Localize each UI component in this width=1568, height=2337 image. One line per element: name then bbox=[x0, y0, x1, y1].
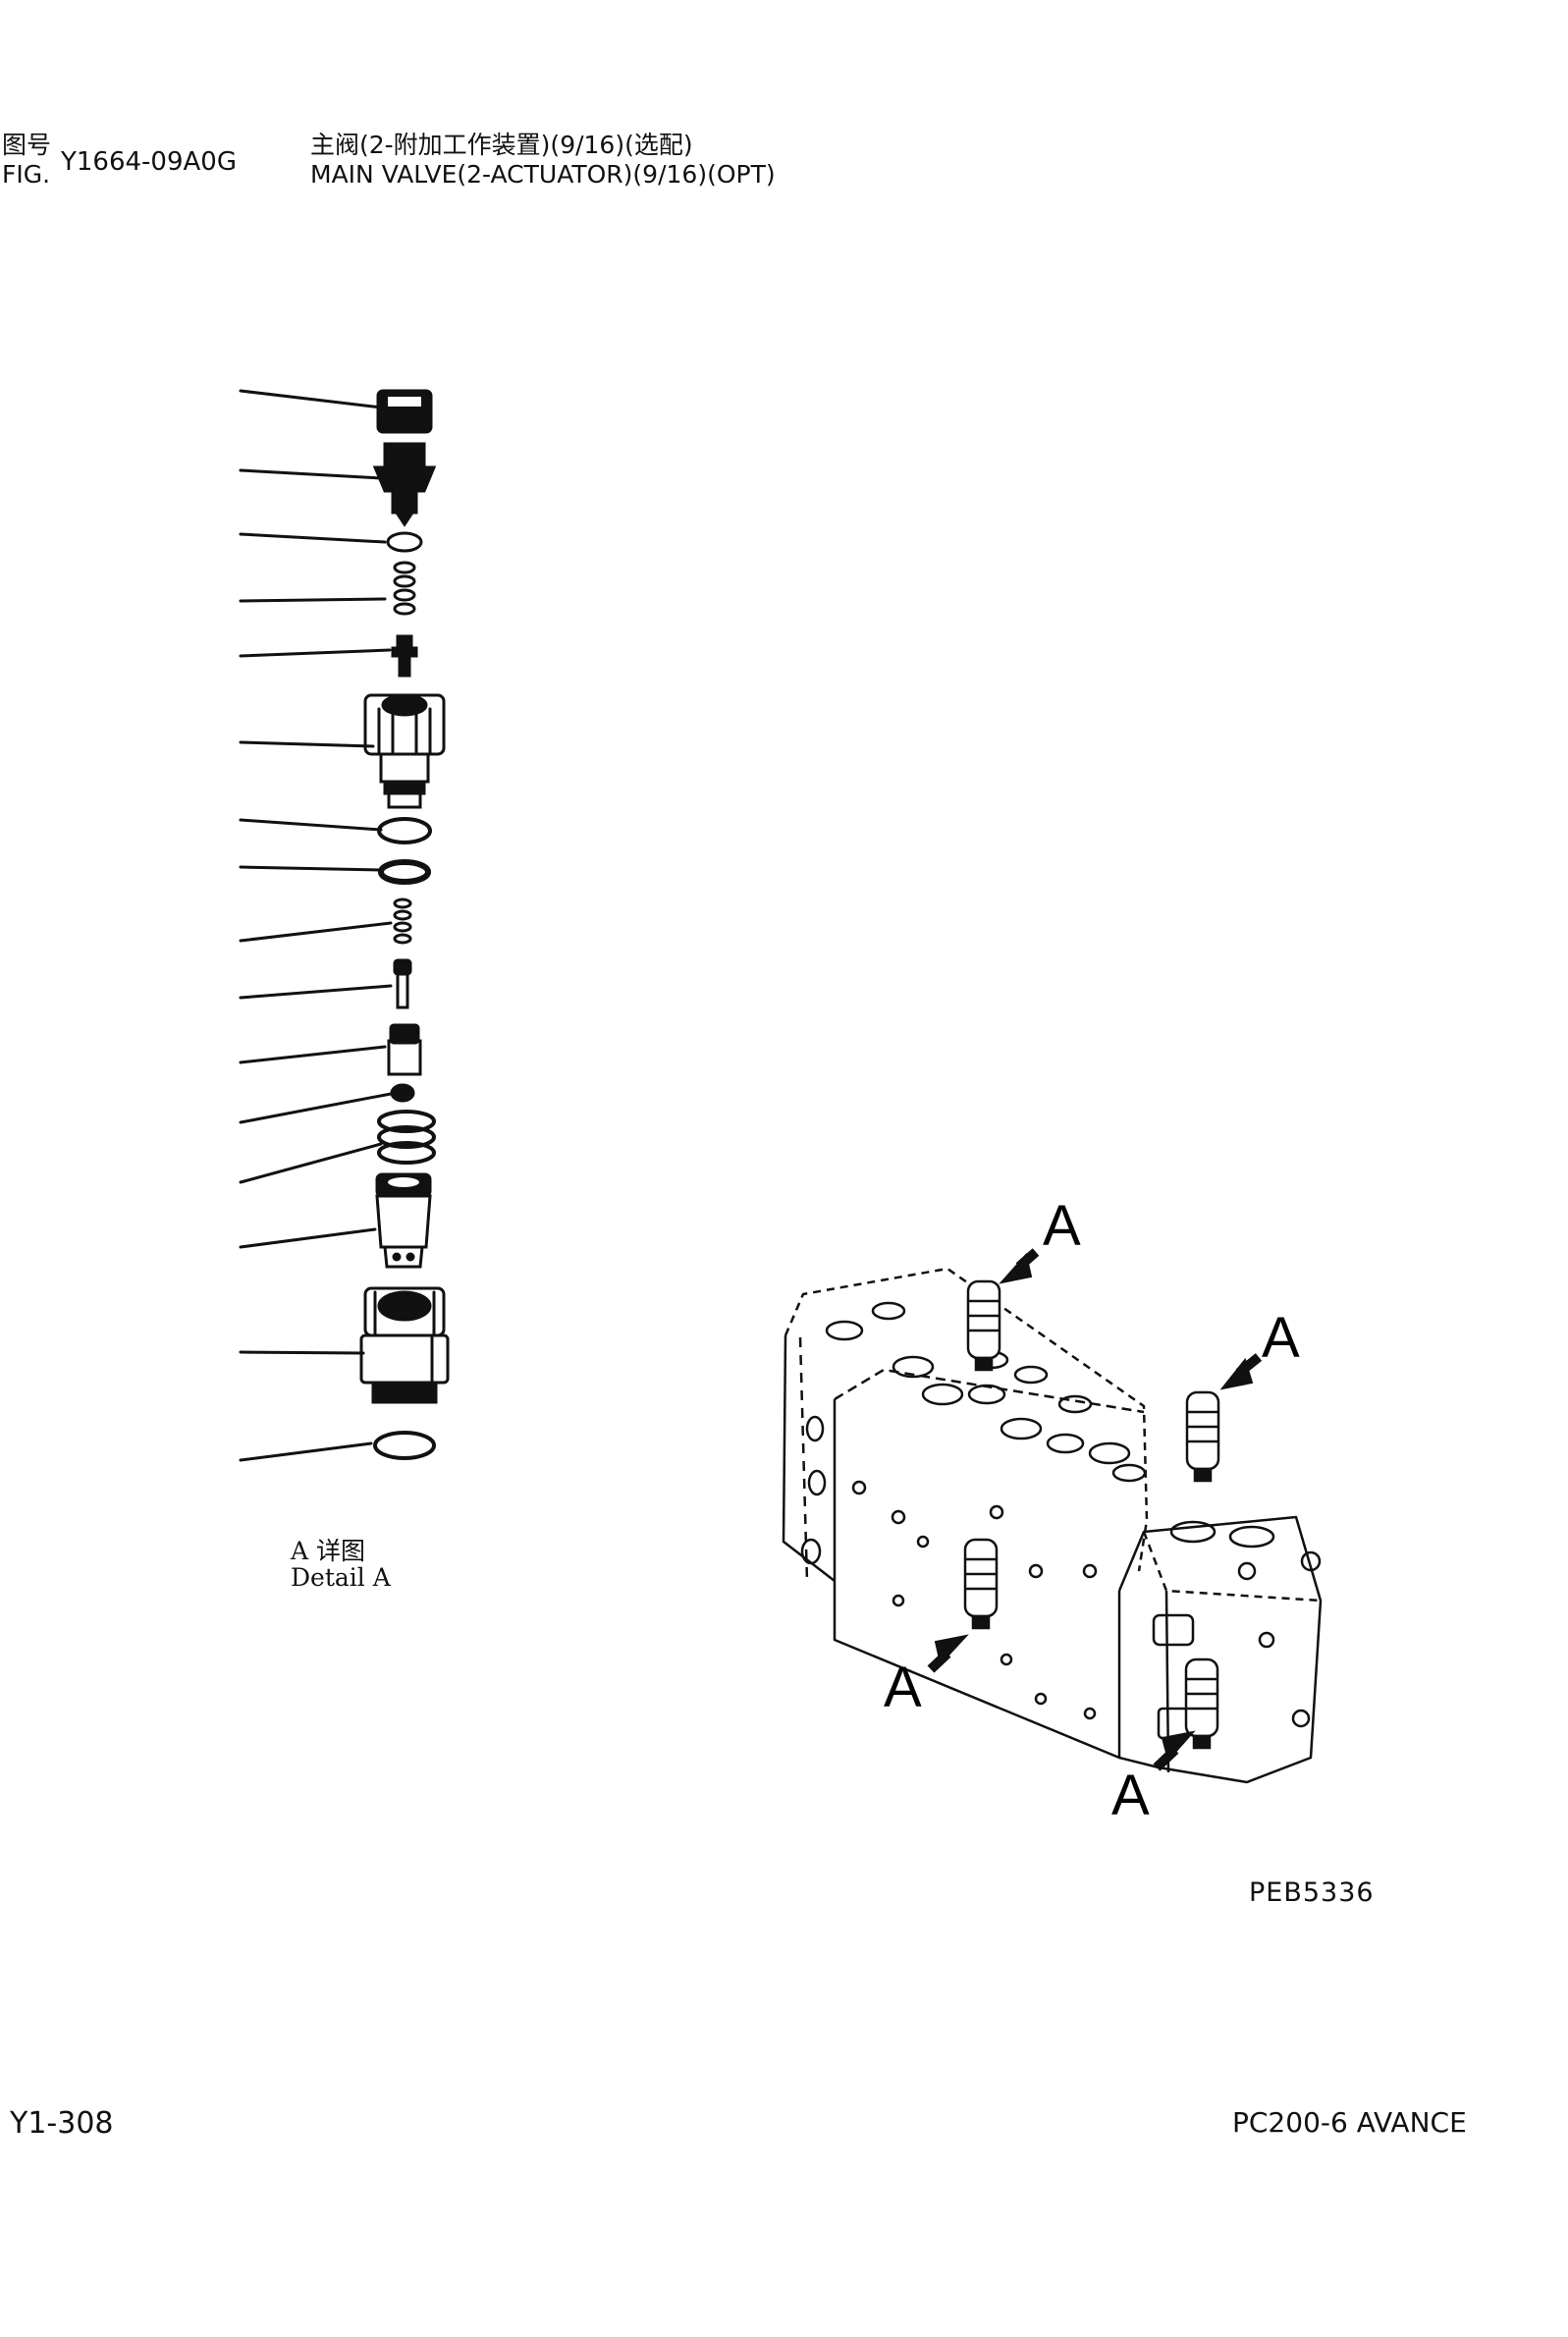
main-valve-assembly bbox=[782, 1267, 1323, 1784]
valve-body bbox=[363, 693, 446, 809]
leader-line bbox=[239, 468, 383, 480]
title-en: MAIN VALVE(2-ACTUATOR)(9/16)(OPT) bbox=[310, 160, 776, 189]
leader-line bbox=[239, 532, 387, 544]
housing bbox=[359, 1286, 450, 1404]
relief-valve bbox=[966, 1279, 1001, 1372]
model-name: PC200-6 AVANCE bbox=[1232, 2106, 1467, 2139]
washer bbox=[390, 1083, 415, 1103]
leader-line bbox=[239, 1350, 365, 1355]
relief-valve bbox=[963, 1538, 999, 1630]
pin bbox=[393, 958, 412, 1009]
leader-line bbox=[239, 1227, 377, 1249]
leader-line bbox=[239, 648, 392, 658]
callout-label: A bbox=[1043, 1194, 1081, 1258]
poppet bbox=[391, 634, 418, 678]
callout-label: A bbox=[1111, 1764, 1150, 1827]
leader-line bbox=[239, 389, 383, 409]
arrow-head bbox=[999, 1252, 1033, 1284]
fig-number: Y1664-09A0G bbox=[61, 147, 237, 177]
arrow-head bbox=[1161, 1730, 1196, 1763]
o-ring bbox=[377, 817, 432, 844]
title-cn: 主阀(2-附加工作装置)(9/16)(选配) bbox=[310, 131, 693, 159]
page-number: Y1-308 bbox=[10, 2106, 114, 2141]
leader-line bbox=[239, 984, 393, 1000]
leader-line bbox=[239, 1092, 393, 1124]
leader-line bbox=[239, 1441, 373, 1462]
leader-line bbox=[239, 597, 387, 603]
leader-line bbox=[239, 818, 383, 832]
detail-label-en: Detail A bbox=[291, 1563, 391, 1592]
leader-line bbox=[239, 921, 393, 943]
cap-nut bbox=[376, 389, 433, 434]
fig-label-en: FIG. bbox=[2, 160, 51, 189]
o-ring bbox=[386, 531, 423, 553]
arrow-head bbox=[934, 1634, 969, 1666]
reference-code: PEB5336 bbox=[1249, 1877, 1375, 1908]
piston bbox=[375, 1172, 432, 1269]
valve-front-outline bbox=[833, 1399, 1121, 1760]
plug bbox=[372, 442, 437, 527]
callout-label: A bbox=[884, 1656, 922, 1719]
callout-arrows bbox=[927, 1248, 1263, 1771]
spring-large bbox=[377, 1110, 436, 1165]
spring bbox=[393, 561, 416, 616]
relief-valves bbox=[963, 1279, 1220, 1750]
callout-label: A bbox=[1262, 1306, 1300, 1370]
leader-line bbox=[239, 1142, 383, 1184]
exploded-view bbox=[239, 389, 450, 1462]
backup-ring bbox=[378, 859, 431, 885]
valve-top-outline bbox=[784, 1267, 1149, 1572]
leader-line bbox=[239, 740, 375, 748]
valve-left-outline bbox=[782, 1334, 836, 1582]
spring bbox=[393, 897, 412, 945]
sleeve bbox=[387, 1023, 422, 1076]
fig-label-cn: 图号 bbox=[2, 131, 52, 159]
valve-right-block bbox=[1117, 1515, 1323, 1784]
relief-valve bbox=[1185, 1390, 1220, 1483]
relief-valve bbox=[1184, 1658, 1219, 1750]
leader-line bbox=[239, 865, 383, 872]
detail-label-cn: A 详图 bbox=[291, 1537, 366, 1565]
leader-line bbox=[239, 1045, 387, 1064]
arrow-head bbox=[1219, 1357, 1254, 1390]
o-ring-large bbox=[373, 1431, 436, 1460]
